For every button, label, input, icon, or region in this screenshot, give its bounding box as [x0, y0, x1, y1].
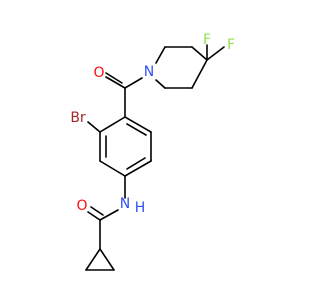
bond-cp-3 [99, 248, 115, 271]
atom-nitrogen-piperidine: N [144, 64, 154, 80]
atom-nitrogen-amide: N [120, 196, 130, 212]
bonds [85, 44, 225, 271]
atom-labels: O N F F Br N H O [70, 32, 235, 216]
bond-ring-c4-c5 [99, 160, 126, 177]
atom-oxygen-ketone: O [93, 65, 104, 81]
bond-co-ketone-1 [105, 76, 126, 89]
atom-fluorine-2: F [227, 37, 235, 53]
bond-cf-2 [206, 46, 225, 61]
bond-ring-inner-1 [126, 123, 147, 136]
bond-pip-n-c1 [155, 46, 166, 64]
bond-co-amide-2 [90, 206, 104, 216]
bond-ring-c1-c2 [124, 116, 152, 133]
bond-nh-carbonyl [99, 209, 119, 221]
bond-ring-c3-c4 [124, 160, 152, 177]
bond-c-br [87, 121, 101, 133]
molecule-diagram: O N F F Br N H O [70, 32, 235, 271]
bond-cp-1 [85, 248, 101, 271]
bond-pip-c2-c3 [191, 46, 208, 61]
structure-svg: O N F F Br N H O [70, 32, 235, 271]
atom-oxygen-amide: O [76, 198, 87, 214]
bond-pip-c3-c4 [191, 59, 208, 89]
bond-carbonyl-n [124, 77, 143, 89]
bond-ring-inner-2 [126, 157, 146, 170]
bond-pip-c5-n [155, 79, 166, 89]
bond-ring-c6-c1 [99, 116, 126, 133]
atom-fluorine-1: F [203, 32, 211, 48]
atom-hydrogen-amide: H [135, 200, 146, 216]
bond-co-ketone-2 [105, 72, 123, 84]
bond-co-amide-1 [87, 211, 101, 221]
atom-bromine: Br [70, 110, 86, 126]
